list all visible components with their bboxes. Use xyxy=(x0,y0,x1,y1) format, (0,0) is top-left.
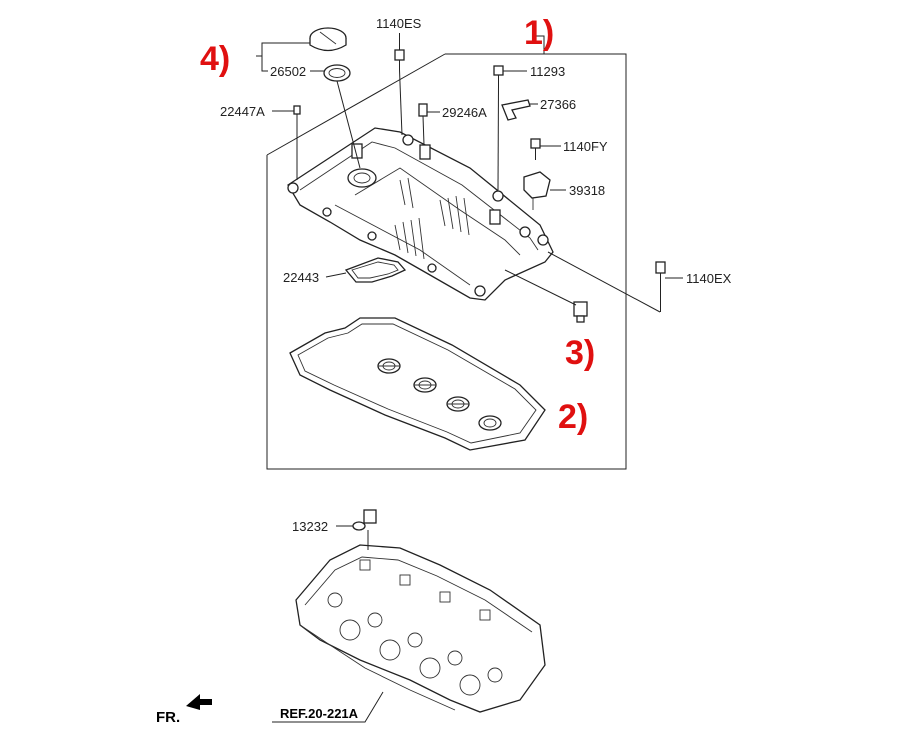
rocker-cover-assembly xyxy=(287,127,554,301)
label-1140ex: 1140EX xyxy=(686,271,732,286)
label-11293: 11293 xyxy=(530,64,565,79)
sensor-39318 xyxy=(523,171,551,210)
label-1140es: 1140ES xyxy=(376,16,422,31)
bolt-11293 xyxy=(493,65,504,85)
oil-filler-cap-gasket xyxy=(323,64,351,82)
reference-label: REF.20-221A xyxy=(280,706,359,721)
label-29246a: 29246A xyxy=(442,105,487,120)
callout-1: 1) xyxy=(524,14,554,52)
label-39318: 39318 xyxy=(569,183,605,198)
front-label: FR. xyxy=(156,709,180,726)
front-arrow xyxy=(186,694,212,710)
pcv-valve xyxy=(573,301,588,323)
label-27366: 27366 xyxy=(540,97,576,112)
bracket-27366 xyxy=(501,99,531,121)
label-1140fy: 1140FY xyxy=(563,139,608,154)
label-22447a: 22447A xyxy=(220,104,265,119)
label-22443: 22443 xyxy=(283,270,319,285)
assembly-frame xyxy=(266,53,627,470)
label-26502: 26502 xyxy=(270,64,306,79)
bolt-1140ex xyxy=(655,261,666,312)
bolt-1140fy xyxy=(530,138,541,160)
stud-22447a xyxy=(293,105,301,180)
plug-13232 xyxy=(352,509,377,531)
bolt-1140es xyxy=(394,49,405,70)
callout-2: 2) xyxy=(558,398,588,436)
cylinder-head xyxy=(295,544,546,713)
valve-cover-gasket xyxy=(289,317,546,451)
label-13232: 13232 xyxy=(292,519,328,534)
oil-filler-cap xyxy=(309,27,347,52)
callout-3: 3) xyxy=(565,334,595,372)
plug-29246a xyxy=(418,103,428,146)
gasket-22443 xyxy=(344,257,407,283)
callout-4: 4) xyxy=(200,40,230,78)
